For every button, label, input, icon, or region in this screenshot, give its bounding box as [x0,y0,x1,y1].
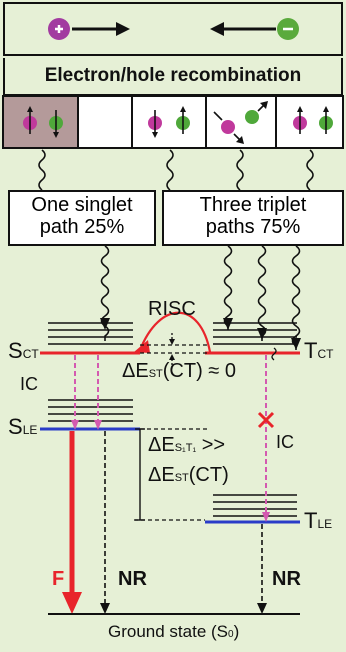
delta-est-ct2-label: ΔEST(CT) [148,464,229,487]
risc-label: RISC [148,298,196,321]
delta-est-ct-label: ΔEST(CT) ≈ 0 [122,360,236,383]
singlet-path-line1: One singlet [10,194,154,216]
ground-state-label: Ground state (S0) [108,622,239,642]
ic-right-label: IC [276,432,294,453]
ic-left-label: IC [20,374,38,395]
singlet-cell [4,97,78,147]
triplet-path-box: Three triplet paths 75% [162,190,344,246]
triplet-path-line1: Three triplet [164,194,342,216]
title-bar: Electron/hole recombination [3,58,343,96]
nr-left-label: NR [118,568,147,591]
singlet-path-box: One singlet path 25% [8,190,156,246]
fluorescence-label: F [52,568,64,591]
diagram-title: Electron/hole recombination [5,65,341,87]
tct-levels [205,323,300,353]
sct-levels [40,323,140,353]
tle-label: TLE [304,508,332,534]
sct-label: SCT [8,338,39,364]
tle-levels [205,495,300,522]
tct-label: TCT [304,338,333,364]
triplet-path-line2: paths 75% [164,216,342,238]
nr-right-label: NR [272,568,301,591]
delta-est-s1t1-label: ΔES₁T₁ >> [148,434,225,457]
sle-levels [40,400,140,429]
singlet-path-line2: path 25% [10,216,154,238]
sle-label: SLE [8,414,37,440]
